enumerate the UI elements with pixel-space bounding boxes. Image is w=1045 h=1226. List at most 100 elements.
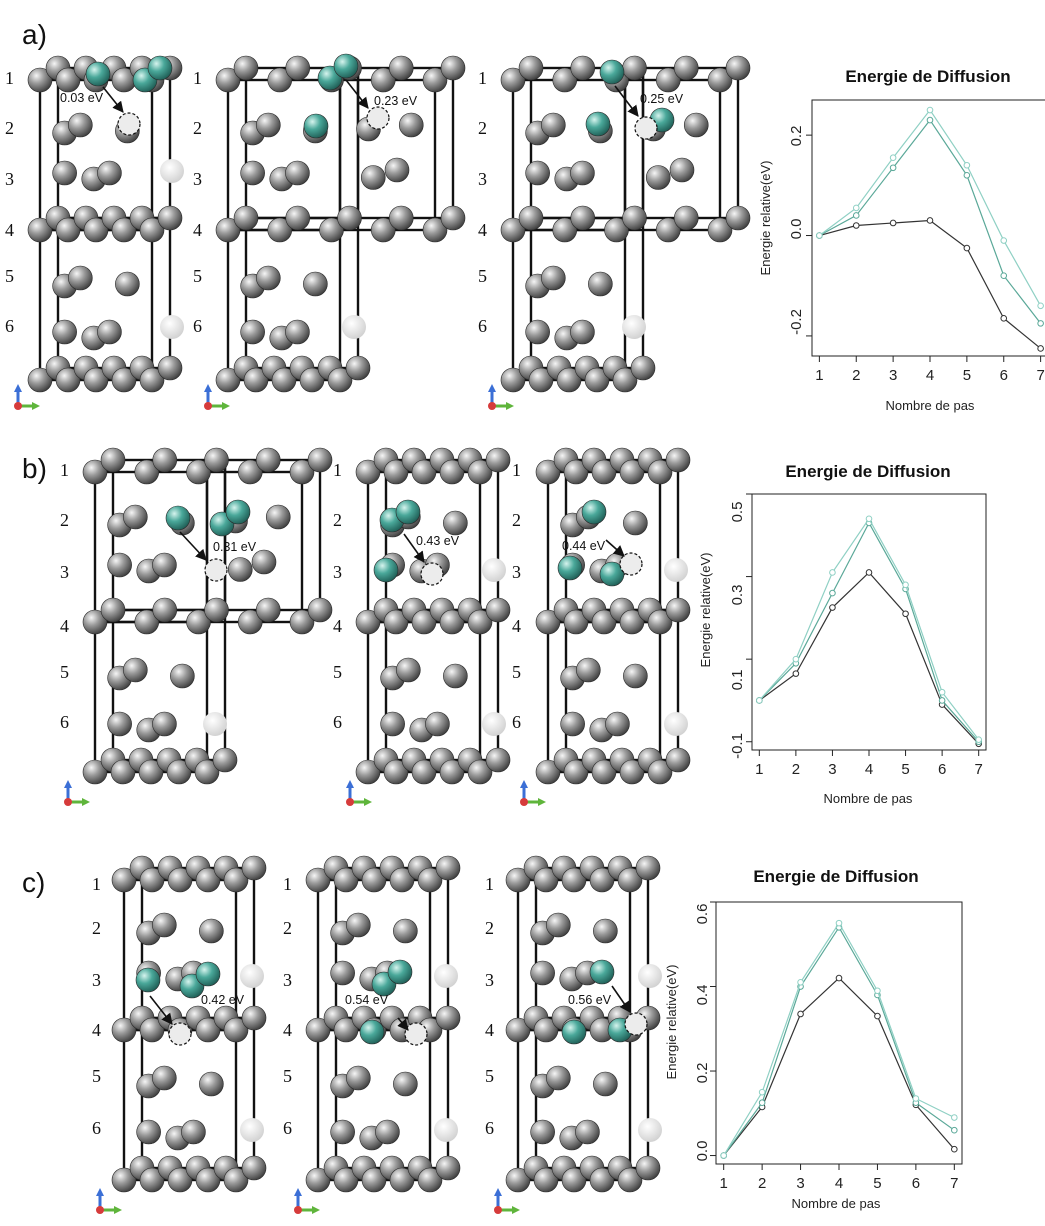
ghost-atom (240, 964, 264, 988)
svg-text:1: 1 (5, 68, 14, 88)
vacancy-site (634, 116, 658, 140)
host-atom (139, 1017, 165, 1043)
host-atom (285, 205, 311, 231)
host-atom (256, 265, 281, 291)
host-atom (541, 112, 566, 138)
chart-a-xtick-label-6: 6 (1000, 367, 1008, 384)
host-atom (535, 759, 561, 785)
host-atom (647, 609, 673, 635)
chart-c-series-3-point (951, 1114, 958, 1121)
chart-a-series-1-point (852, 222, 860, 229)
host-atom (305, 1017, 331, 1043)
chart-a-series-1-point (889, 219, 897, 227)
svg-text:4: 4 (283, 1020, 292, 1040)
host-atom (55, 367, 81, 393)
host-atom (623, 510, 648, 536)
host-atom (100, 447, 126, 473)
host-atom (115, 271, 140, 297)
orientation-axes-icon (520, 780, 546, 806)
host-atom (500, 367, 526, 393)
host-atom (152, 1065, 177, 1091)
svg-text:6: 6 (193, 316, 202, 336)
host-atom (591, 609, 617, 635)
host-atom (255, 597, 281, 623)
unit-cell-frame (511, 216, 645, 382)
crystal-structure (96, 855, 267, 1214)
host-atom (138, 759, 164, 785)
ghost-atom (342, 315, 366, 339)
host-atom (333, 1167, 359, 1193)
chart-a-series-2-point (852, 212, 860, 219)
chart-a-series-2-point (1037, 320, 1044, 327)
svg-text:3: 3 (283, 970, 292, 990)
energy-label-a1: 0.03 eV (60, 91, 104, 105)
host-atom (97, 319, 122, 345)
energy-label-b3: 0.44 eV (562, 539, 606, 553)
host-atom (383, 609, 409, 635)
unit-cell-frame (338, 66, 455, 232)
host-atom (552, 217, 578, 243)
chart-c-series-3-point (835, 919, 843, 927)
host-atom (255, 447, 281, 473)
chart-a-xtick-label-1: 1 (815, 367, 823, 384)
solute-atom (599, 59, 625, 85)
chart-c-series-3-point (874, 987, 881, 995)
host-atom (443, 663, 468, 689)
svg-text:6: 6 (60, 712, 69, 732)
host-atom (327, 367, 353, 393)
chart-b-series-2-point (829, 589, 836, 597)
vacancy-site (619, 552, 643, 576)
vacancy-site (117, 112, 141, 136)
host-atom (563, 609, 589, 635)
svg-text:4: 4 (5, 220, 14, 240)
host-atom (375, 1119, 400, 1145)
crystal-structure (488, 55, 751, 410)
ghost-atom (240, 1118, 264, 1142)
host-atom (68, 112, 93, 138)
svg-text:4: 4 (485, 1020, 494, 1040)
chart-c-series-1-point (951, 1145, 958, 1153)
host-atom (136, 1119, 161, 1145)
svg-text:2: 2 (333, 510, 342, 530)
chart-a-series-3-point (963, 161, 971, 169)
ghost-atom (664, 558, 688, 582)
host-atom (707, 217, 733, 243)
chart-c-series-1-point (874, 1012, 881, 1020)
chart-a-series-1-line (819, 219, 1042, 349)
host-atom (241, 855, 267, 881)
host-atom (134, 609, 160, 635)
orientation-axes-icon (488, 384, 514, 410)
svg-text:1: 1 (333, 460, 342, 480)
host-atom (525, 319, 550, 345)
chart-a-xlabel: Nombre de pas (886, 398, 975, 413)
host-atom (518, 205, 544, 231)
host-atom (333, 867, 359, 893)
host-atom (655, 67, 681, 93)
host-atom (27, 67, 53, 93)
host-atom (289, 609, 315, 635)
host-atom (546, 1065, 571, 1091)
chart-c-series-2-line (723, 926, 955, 1156)
host-atom (330, 1119, 355, 1145)
host-atom (152, 447, 178, 473)
host-atom (425, 711, 450, 737)
host-atom (111, 867, 137, 893)
host-atom (570, 160, 595, 186)
chart-b-ytick-3: 0.3 (729, 585, 746, 606)
host-atom (576, 657, 601, 683)
host-atom (635, 1155, 661, 1181)
chart-b-series-3-point (829, 569, 836, 576)
chart-b-xtick-label-5: 5 (901, 761, 909, 778)
host-atom (223, 1167, 249, 1193)
solute-atom (581, 499, 607, 525)
host-atom (665, 597, 691, 623)
svg-text:5: 5 (333, 662, 342, 682)
chart-a-series-3-point (816, 232, 823, 239)
migration-energy-labels: 0.03 eV 0.23 eV 0.25 eV 0.31 eV 0.43 eV … (60, 91, 684, 1007)
svg-text:5: 5 (193, 266, 202, 286)
host-atom (233, 205, 259, 231)
migration-arrow (605, 539, 625, 557)
